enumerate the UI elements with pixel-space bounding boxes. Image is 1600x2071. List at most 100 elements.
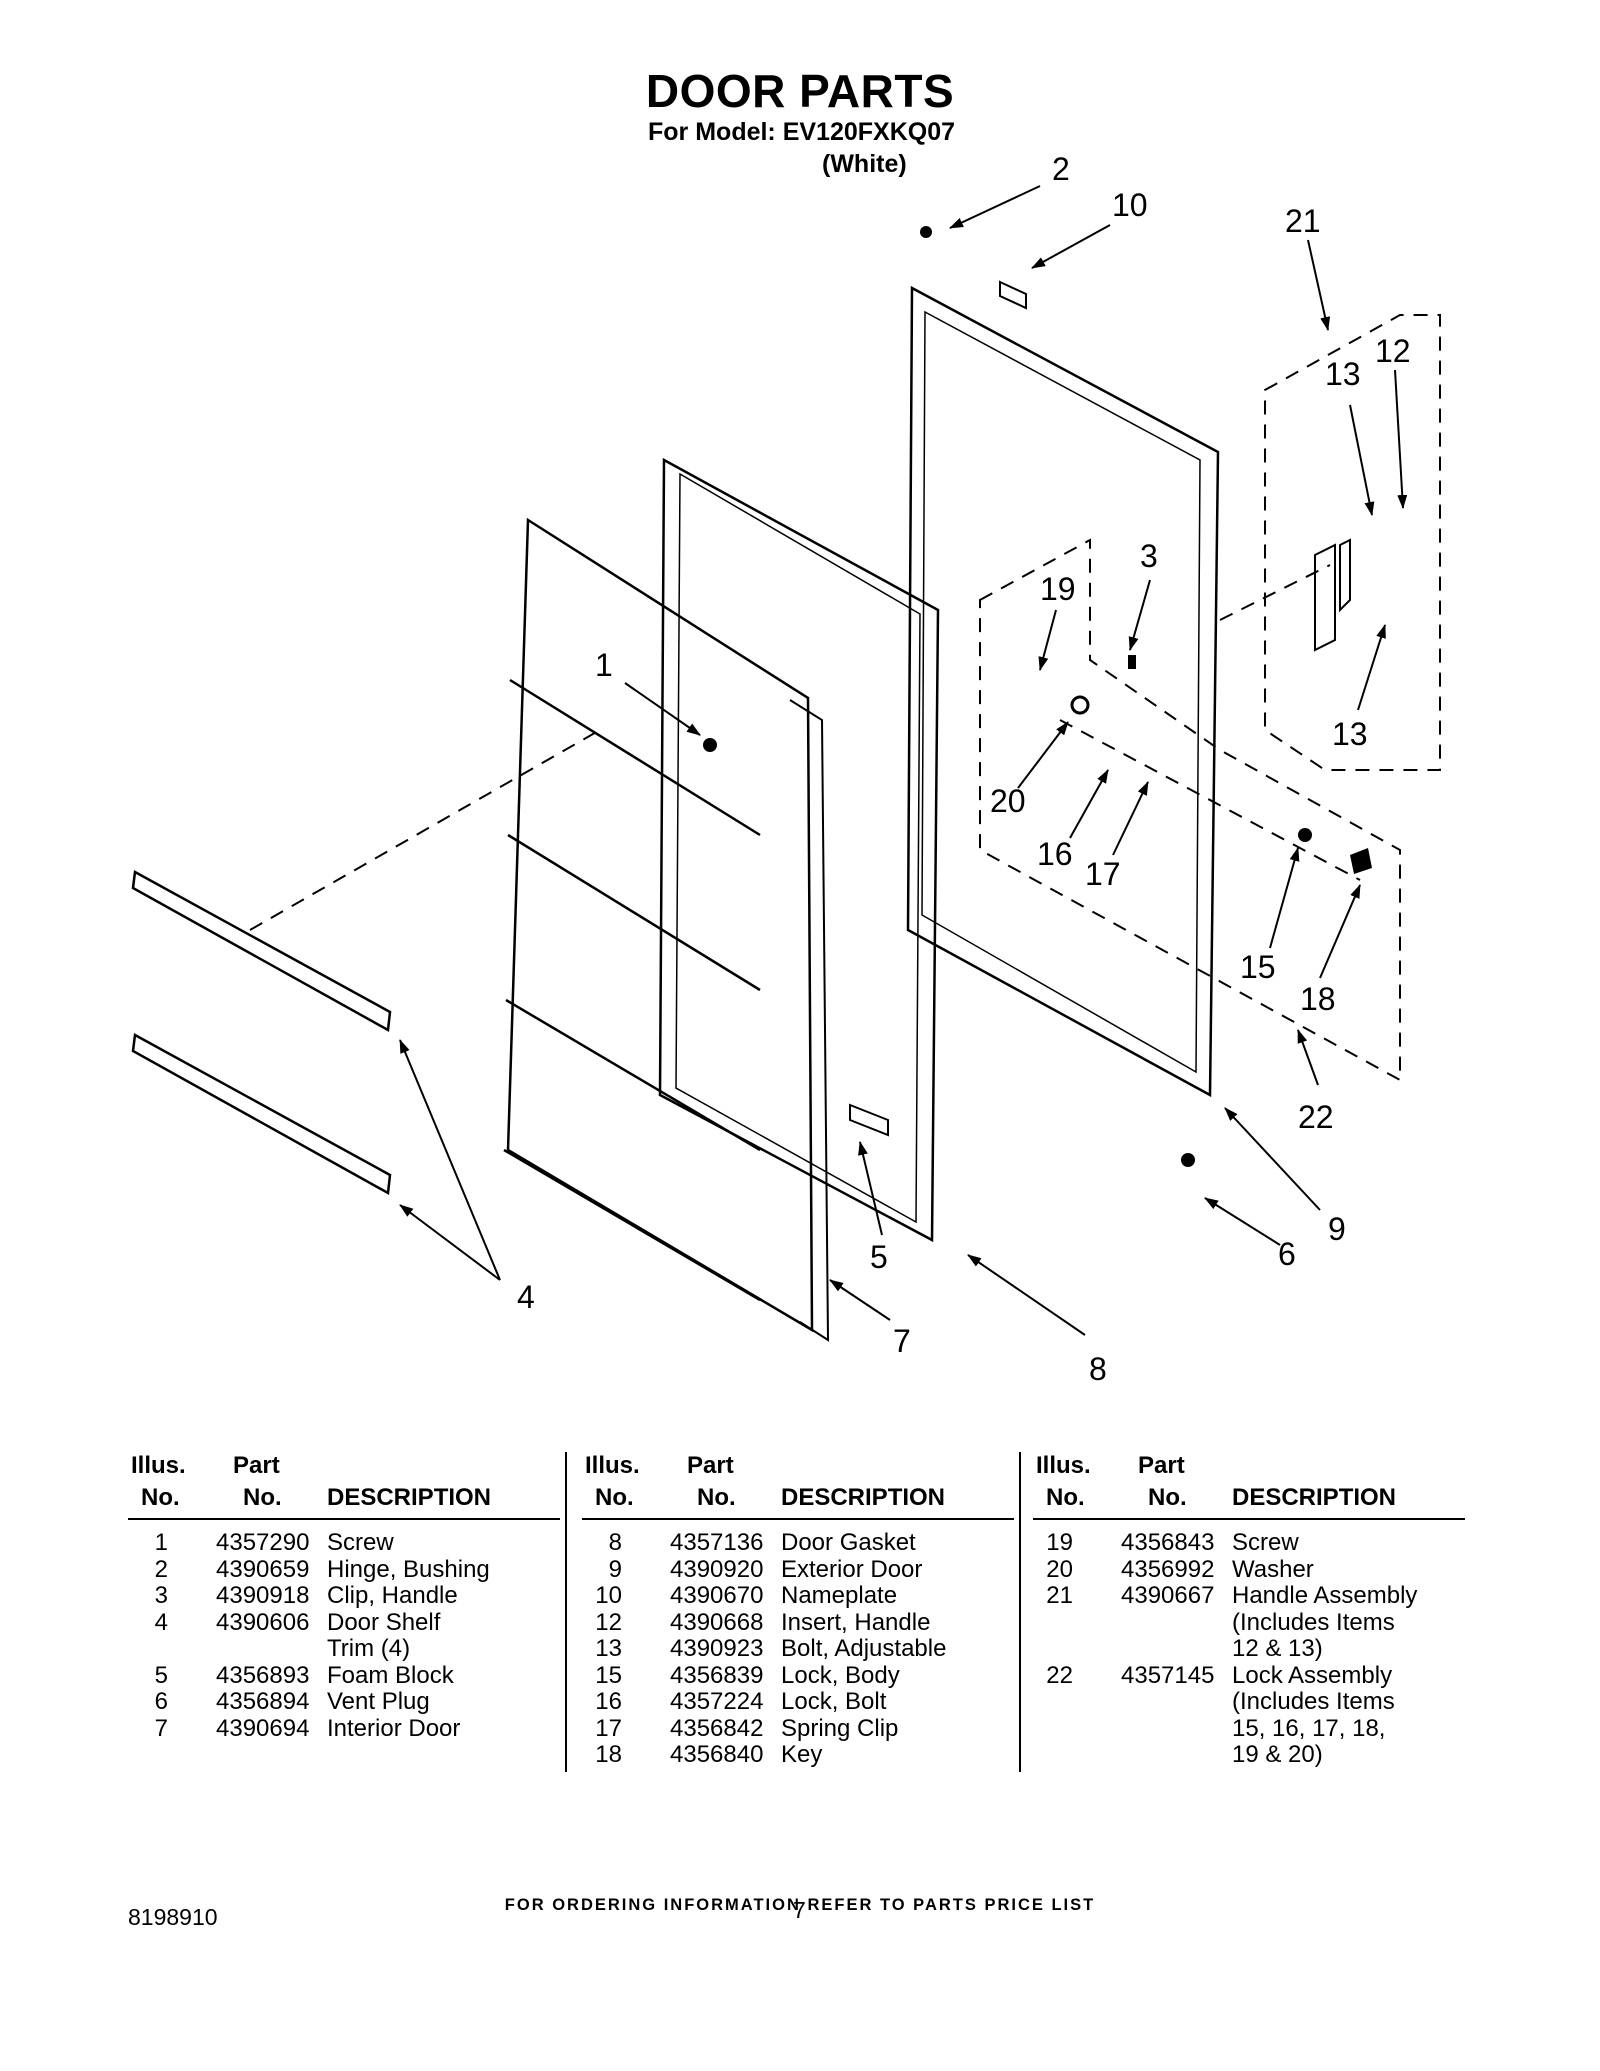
exterior-door-outline	[906, 285, 1220, 1098]
part-description: Bolt, Adjustable	[781, 1635, 947, 1662]
trim-leader	[249, 729, 601, 931]
header-illus: Illus.	[1036, 1452, 1091, 1479]
illus-number: 17	[595, 1714, 622, 1742]
leader-10	[1031, 224, 1111, 269]
part-number: 4357224	[670, 1688, 764, 1715]
handle-leader	[1219, 564, 1331, 621]
illus-number: 5	[154, 1661, 168, 1689]
part-description: Handle Assembly	[1232, 1582, 1418, 1609]
table-row: 5 4356893 Foam Block	[128, 1661, 560, 1690]
callout-12: 12	[1375, 333, 1411, 369]
part-number: 4390670	[670, 1582, 764, 1609]
leader-4a	[399, 1039, 501, 1281]
header-illus-no: No.	[595, 1484, 634, 1511]
leader-7	[829, 1279, 891, 1321]
illus-number: 15	[595, 1661, 622, 1689]
header-part-no: No.	[1148, 1484, 1187, 1511]
callout-19: 19	[1040, 571, 1076, 607]
part-description: (Includes Items	[1232, 1688, 1395, 1715]
illus-number: 19	[1046, 1529, 1073, 1556]
nameplate	[999, 280, 1027, 310]
callout-5: 5	[870, 1239, 888, 1275]
leader-16	[1069, 769, 1109, 839]
lock-leader	[1059, 719, 1361, 881]
part-number: 4356842	[670, 1714, 764, 1742]
header-part-no: No.	[697, 1484, 736, 1511]
foam-block	[849, 1103, 889, 1137]
part-number: 4357145	[1121, 1661, 1215, 1689]
exploded-parts-diagram: 1 2 3 4 5 6 7 8 9 10 12 13 13 15 16 17 1…	[131, 151, 1441, 1387]
header-illus: Illus.	[585, 1452, 640, 1479]
part-description: Nameplate	[781, 1582, 898, 1609]
part-description: Door Shelf	[327, 1608, 441, 1636]
part-number: 4356894	[216, 1688, 310, 1715]
table-row: (Includes Items	[1033, 1688, 1465, 1716]
page-title: DOOR PARTS	[645, 65, 955, 117]
illus-number: 7	[154, 1714, 168, 1742]
part-description: Lock, Body	[781, 1661, 900, 1689]
part-number: 4357136	[670, 1529, 764, 1556]
callout-20: 20	[990, 783, 1026, 819]
part-number: 4390606	[216, 1608, 310, 1636]
table-row: 12 & 13)	[1033, 1635, 1465, 1663]
callout-13b: 13	[1332, 716, 1368, 752]
part-description: Lock Assembly	[1232, 1661, 1393, 1689]
table-row: 19 & 20)	[1033, 1741, 1465, 1769]
illus-number: 20	[1046, 1555, 1073, 1583]
column-divider	[565, 1452, 567, 1772]
illus-number: 12	[595, 1608, 622, 1636]
leader-2	[949, 185, 1041, 229]
shelf-line-4	[503, 1148, 761, 1302]
page-number: 7	[793, 1897, 806, 1923]
leader-6	[1204, 1197, 1281, 1246]
handle-insert	[1339, 538, 1351, 613]
handle-assembly-group	[1264, 314, 1441, 771]
header-description: DESCRIPTION	[1232, 1484, 1397, 1511]
part-number: 4356843	[1121, 1529, 1215, 1556]
part-description: Foam Block	[327, 1661, 454, 1689]
leader-1	[624, 682, 701, 736]
illus-number: 16	[595, 1688, 622, 1715]
header-part-no: No.	[243, 1484, 282, 1511]
callout-6: 6	[1278, 1236, 1296, 1272]
part-description: Exterior Door	[781, 1555, 923, 1583]
part-number: 4390918	[216, 1582, 310, 1609]
header-illus-no: No.	[141, 1484, 180, 1511]
part-description: (Includes Items	[1232, 1608, 1395, 1636]
part-number: 4390923	[670, 1635, 764, 1662]
illus-number: 2	[154, 1555, 168, 1583]
part-description: Spring Clip	[781, 1714, 899, 1742]
callout-3: 3	[1140, 538, 1158, 574]
column-divider	[1019, 1452, 1021, 1772]
part-description: Key	[781, 1741, 823, 1768]
table-row: 15 4356839 Lock, Body	[582, 1661, 1014, 1690]
callout-21: 21	[1285, 203, 1321, 239]
callout-13a: 13	[1325, 356, 1361, 392]
hinge-bushing-part	[920, 226, 932, 238]
leader-21	[1307, 239, 1331, 331]
leader-20	[1017, 721, 1069, 789]
header-part: Part	[687, 1452, 734, 1479]
part-number: 4356992	[1121, 1555, 1215, 1583]
washer-part	[1070, 695, 1090, 715]
part-number: 4390668	[670, 1608, 764, 1636]
illus-number: 10	[595, 1582, 622, 1609]
part-number: 4356893	[216, 1661, 310, 1689]
callout-22: 22	[1298, 1099, 1334, 1135]
callout-4: 4	[517, 1279, 535, 1315]
callout-8: 8	[1089, 1351, 1107, 1387]
part-number: 4356839	[670, 1661, 764, 1689]
